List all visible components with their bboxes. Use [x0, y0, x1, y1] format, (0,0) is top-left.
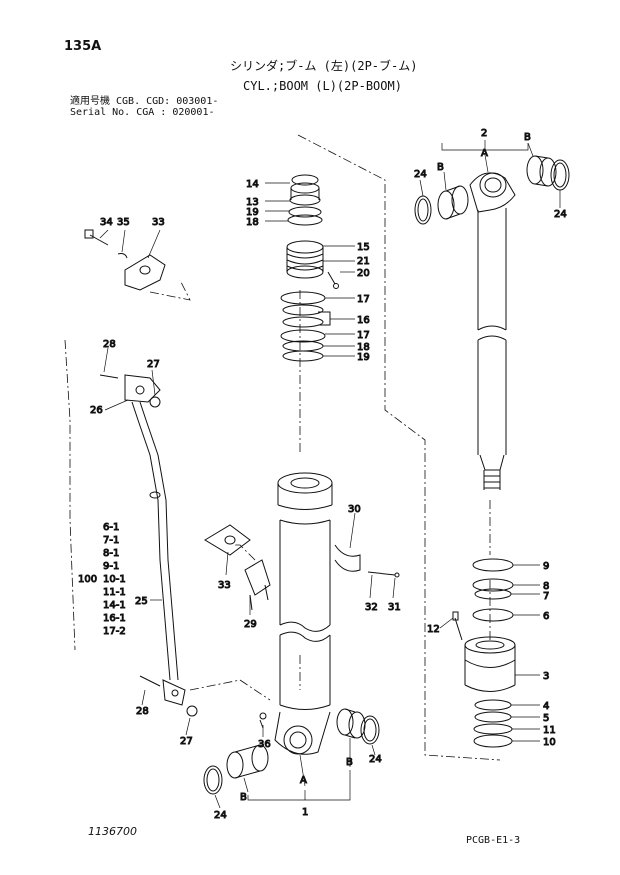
callout-labels: 14 13 19 18 15 21 20 17 16 17 18 19 2 A … — [78, 128, 568, 822]
kit-item: 11-1 — [103, 587, 126, 598]
callout-30: 30 — [348, 504, 361, 515]
callout-B: B — [240, 792, 247, 803]
callout-18: 18 — [246, 217, 259, 228]
kit-item: 17-2 — [103, 626, 126, 637]
callout-24: 24 — [369, 754, 382, 765]
callout-18: 18 — [357, 342, 370, 353]
callout-32: 32 — [365, 602, 378, 613]
callout-35: 35 — [117, 217, 130, 228]
title-english: CYL.;BOOM (L)(2P-BOOM) — [243, 79, 402, 93]
callout-17: 17 — [357, 294, 370, 305]
callout-13: 13 — [246, 197, 259, 208]
callout-28: 28 — [103, 339, 116, 350]
callout-B: B — [437, 162, 444, 173]
kit-item: 10-1 — [103, 574, 126, 585]
callout-10: 10 — [543, 737, 556, 748]
callout-3: 3 — [543, 671, 549, 682]
callout-7: 7 — [543, 591, 549, 602]
callout-25: 25 — [135, 596, 148, 607]
title-japanese: シリンダ;ブ-ム (左)(2P-ブ-ム) — [230, 59, 418, 73]
callout-A: A — [481, 148, 488, 159]
cylinder-head-group — [452, 558, 516, 748]
callout-34: 34 — [100, 217, 113, 228]
figure-code: PCGB-E1-3 — [466, 835, 521, 846]
callout-20: 20 — [357, 268, 370, 279]
callout-17: 17 — [357, 330, 370, 341]
callout-19: 19 — [246, 207, 259, 218]
callout-28: 28 — [136, 706, 149, 717]
top-bracket — [84, 229, 166, 291]
kit-item: 6-1 — [103, 522, 119, 533]
callout-5: 5 — [543, 713, 549, 724]
callout-21: 21 — [357, 256, 370, 267]
serial-line-2: Serial No. CGA : 020001- — [70, 107, 215, 118]
drawing-number: 1136700 — [88, 825, 137, 838]
callout-15: 15 — [357, 242, 370, 253]
callout-4: 4 — [543, 701, 549, 712]
callout-31: 31 — [388, 602, 401, 613]
piston-rod — [469, 172, 516, 490]
callout-29: 29 — [244, 619, 257, 630]
kit-item: 9-1 — [103, 561, 119, 572]
callout-24: 24 — [414, 169, 427, 180]
callout-6: 6 — [543, 611, 549, 622]
callout-9: 9 — [543, 561, 549, 572]
callout-33: 33 — [152, 217, 165, 228]
kit-item: 16-1 — [103, 613, 126, 624]
callout-14: 14 — [246, 179, 259, 190]
callout-8: 8 — [543, 581, 549, 592]
callout-12: 12 — [427, 624, 440, 635]
callout-11: 11 — [543, 725, 556, 736]
callout-B: B — [524, 132, 531, 143]
callout-33: 33 — [218, 580, 231, 591]
kit-prefix: 100 — [78, 574, 97, 585]
leader-lines — [99, 140, 561, 809]
callout-24: 24 — [554, 209, 567, 220]
callout-16: 16 — [357, 315, 370, 326]
rod-seal-group — [287, 174, 323, 226]
pipe-assembly — [99, 374, 198, 717]
callout-19: 19 — [357, 352, 370, 363]
callout-24: 24 — [214, 810, 227, 821]
callout-27: 27 — [147, 359, 160, 370]
clamps — [204, 524, 400, 611]
piston-rings — [280, 291, 331, 362]
callout-B: B — [346, 757, 353, 768]
callout-27: 27 — [180, 736, 193, 747]
callout-1: 1 — [302, 807, 308, 818]
callout-26: 26 — [90, 405, 103, 416]
callout-A: A — [300, 775, 307, 786]
assembly-guide-lines — [64, 134, 501, 761]
lower-bushings — [203, 708, 380, 795]
callout-2: 2 — [481, 128, 487, 139]
kit-item: 8-1 — [103, 548, 119, 559]
serial-line-1: 適用号機 CGB. CGD: 003001- — [70, 96, 219, 107]
kit-item: 14-1 — [103, 600, 126, 611]
piston — [286, 240, 339, 289]
cylinder-tube — [259, 472, 333, 755]
callout-36: 36 — [258, 739, 271, 750]
page-number: 135A — [64, 39, 102, 54]
kit-item: 7-1 — [103, 535, 119, 546]
